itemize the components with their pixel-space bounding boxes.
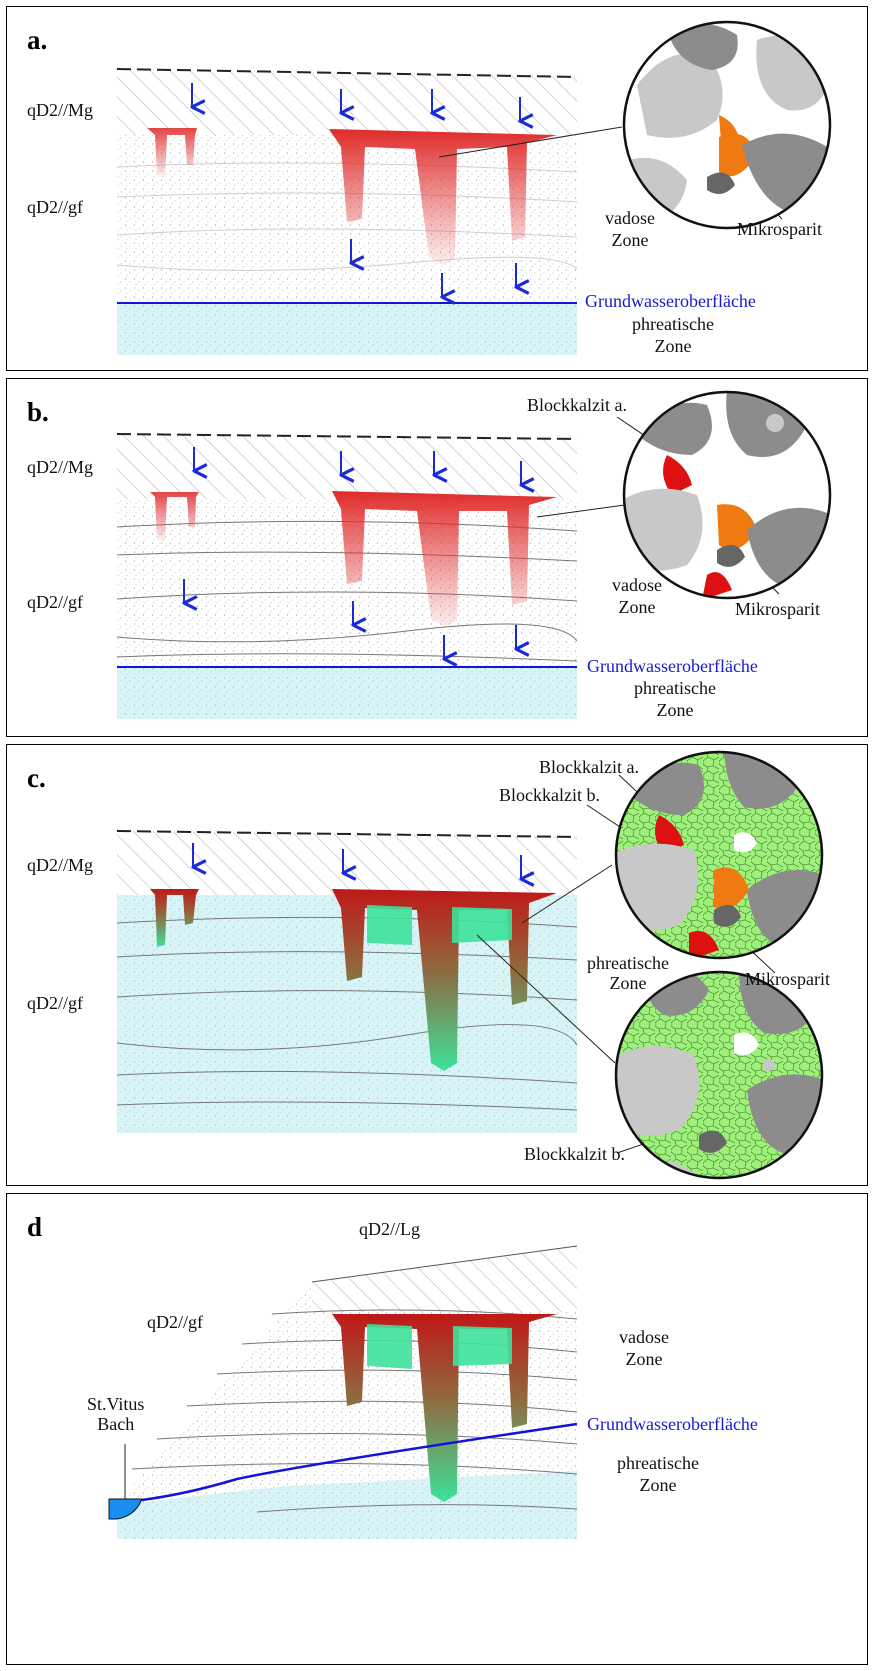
- cross-section-c: [116, 750, 824, 1180]
- leader-line: [536, 503, 633, 518]
- blockkalzit-a-label: Blockkalzit a.: [539, 757, 639, 777]
- cement-large: [329, 129, 557, 265]
- cement-small: [150, 889, 199, 947]
- phreatic-water: [117, 303, 577, 355]
- vadose-zone-label: vadose Zone: [605, 208, 655, 250]
- till-layer: [117, 69, 577, 135]
- bedding-lines: [116, 162, 578, 272]
- cement-large: [332, 889, 557, 1071]
- vadose-zone-label: vadose Zone: [619, 1327, 669, 1369]
- blockkalzit-b-label: Blockkalzit b.: [499, 785, 600, 805]
- magnifier-circle-icon: [622, 390, 832, 600]
- phreatic-water: [117, 1471, 577, 1539]
- grain-icon: [637, 53, 723, 138]
- panel-letter: d: [27, 1212, 43, 1242]
- panel-c: c.: [6, 744, 868, 1186]
- layer-label-lg: qD2//Lg: [359, 1219, 420, 1239]
- till-layer: [117, 831, 577, 895]
- phreatic-zone-label: phreatische Zone: [587, 953, 669, 993]
- layer-label-gf: qD2//gf: [27, 993, 83, 1013]
- panel-d: d qD2//Lg qD2//gf vadose Zone St.Vitus B…: [6, 1193, 868, 1665]
- surface-line: [116, 68, 578, 78]
- stream-label: St.Vitus Bach: [87, 1394, 145, 1434]
- cement-large: [332, 1314, 557, 1502]
- layer-label-mg: qD2//Mg: [27, 855, 94, 875]
- till-layer: [312, 1246, 577, 1312]
- grain-icon: [625, 488, 703, 571]
- surface-line: [116, 830, 578, 838]
- groundwater-surface-label: Grundwasseroberfläche: [585, 291, 756, 311]
- grain-icon: [617, 1046, 699, 1136]
- groundwater-line: [141, 1422, 578, 1502]
- mikrosparit-label: Mikrosparit: [737, 219, 822, 239]
- layer-label-mg: qD2//Mg: [27, 100, 94, 120]
- leader-line: [438, 126, 623, 158]
- stream-icon: [108, 1498, 143, 1520]
- cross-section-a: [116, 20, 832, 355]
- leader-line: [476, 934, 616, 1064]
- panel-letter: a.: [27, 25, 48, 55]
- phreatic-zone-label: phreatische Zone: [632, 314, 714, 356]
- grain-icon: [617, 843, 699, 931]
- blockkalzit-b-lower-label: Blockkalzit b.: [524, 1144, 625, 1164]
- till-layer: [117, 434, 577, 499]
- groundwater-surface-label: Grundwasseroberfläche: [587, 1414, 758, 1434]
- grain-icon: [724, 753, 799, 809]
- leader-line: [521, 864, 613, 924]
- blockkalzit-a-label: Blockkalzit a.: [527, 395, 627, 415]
- magnifier-circle-icon: [614, 970, 824, 1180]
- infiltration-arrow-icon: [184, 447, 521, 659]
- surface-line: [116, 433, 578, 440]
- infiltration-arrow-icon: [192, 83, 520, 297]
- cross-section-d: [108, 1245, 578, 1539]
- cement-small: [147, 128, 197, 177]
- cement-small: [150, 492, 199, 541]
- panel-letter: c.: [27, 763, 46, 793]
- phreatic-zone-label: phreatische Zone: [617, 1453, 699, 1495]
- vadose-zone-label: vadose Zone: [612, 575, 662, 617]
- infiltration-arrow-icon: [193, 843, 521, 879]
- panel-letter: b.: [27, 397, 49, 427]
- mikrosparit-label: Mikrosparit: [735, 599, 820, 619]
- phreatic-zone-label: phreatische Zone: [634, 678, 716, 720]
- layer-label-gf: qD2//gf: [27, 592, 83, 612]
- mikrosparit-label: Mikrosparit: [745, 969, 830, 989]
- phreatic-water: [117, 667, 577, 719]
- layer-label-gf: qD2//gf: [27, 197, 83, 217]
- panel-a: a.: [6, 6, 868, 371]
- layer-label-mg: qD2//Mg: [27, 457, 94, 477]
- magnifier-circle-icon: [622, 20, 832, 230]
- cement-large: [332, 491, 557, 627]
- grain-icon: [667, 23, 738, 70]
- layer-label-gf: qD2//gf: [147, 1312, 203, 1332]
- panel-b: b.: [6, 378, 868, 737]
- magnifier-circle-icon: [614, 750, 824, 960]
- cross-section-b: [116, 390, 832, 719]
- groundwater-surface-label: Grundwasseroberfläche: [587, 656, 758, 676]
